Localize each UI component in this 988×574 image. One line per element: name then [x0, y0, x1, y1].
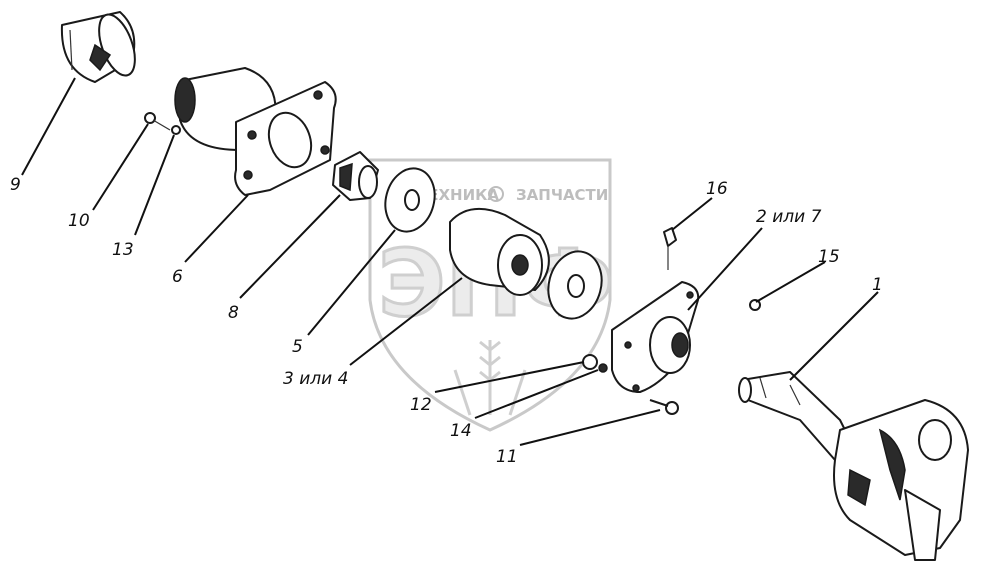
part-3-or-4-roller — [449, 207, 550, 296]
leader-13 — [134, 134, 175, 236]
part-1-axle-bracket — [738, 371, 969, 561]
part-14-washer — [598, 363, 608, 373]
leader-5 — [307, 229, 396, 336]
part-6-housing — [174, 67, 337, 196]
leader-8 — [239, 194, 341, 299]
part-2-or-7-flange — [611, 281, 700, 393]
callout-labels: 9 10 13 6 8 5 3 или 4 12 14 11 16 2 или … — [10, 175, 883, 467]
part-roller-washer — [547, 250, 603, 320]
leader-15 — [755, 261, 826, 303]
leader-lines — [21, 77, 879, 446]
callout-3-or-4: 3 или 4 — [283, 369, 348, 389]
watermark-gear-icon — [488, 186, 504, 202]
part-8-nut — [332, 151, 379, 201]
leader-16 — [671, 197, 713, 231]
callout-6: 6 — [172, 267, 183, 287]
part-9-bushing — [60, 11, 136, 83]
callout-9: 9 — [10, 175, 21, 195]
part-10-bolt — [144, 112, 171, 131]
watermark-shield-icon — [368, 158, 612, 432]
callout-14: 14 — [450, 421, 472, 441]
part-11-bolt — [649, 399, 679, 415]
leader-9 — [21, 77, 76, 176]
part-5-washer — [384, 167, 436, 233]
watermark-brand-right: ЗАПЧАСТИ — [516, 186, 608, 204]
part-16-grease-fitting — [663, 227, 677, 270]
callout-1: 1 — [872, 275, 883, 295]
leader-12 — [434, 361, 585, 393]
part-12-nut — [582, 354, 598, 370]
part-13-washer — [171, 125, 181, 135]
callout-2-or-7: 2 или 7 — [756, 207, 822, 227]
leader-14 — [474, 369, 599, 419]
watermark-brand-left: ТЕХНИКА — [418, 186, 499, 204]
leader-3-or-4 — [349, 277, 463, 366]
callout-8: 8 — [228, 303, 239, 323]
callout-5: 5 — [292, 337, 303, 357]
callout-16: 16 — [706, 179, 728, 199]
leader-11 — [519, 409, 661, 446]
callout-10: 10 — [68, 211, 90, 231]
leader-2-or-7 — [687, 227, 763, 311]
callout-13: 13 — [112, 240, 134, 260]
leader-6 — [184, 194, 249, 263]
leader-10 — [92, 123, 149, 211]
callout-15: 15 — [818, 247, 840, 267]
leader-1 — [789, 291, 879, 381]
callout-12: 12 — [410, 395, 432, 415]
part-15-pin — [749, 299, 761, 311]
callout-11: 11 — [496, 447, 518, 467]
watermark-wheat-icon — [453, 340, 527, 416]
